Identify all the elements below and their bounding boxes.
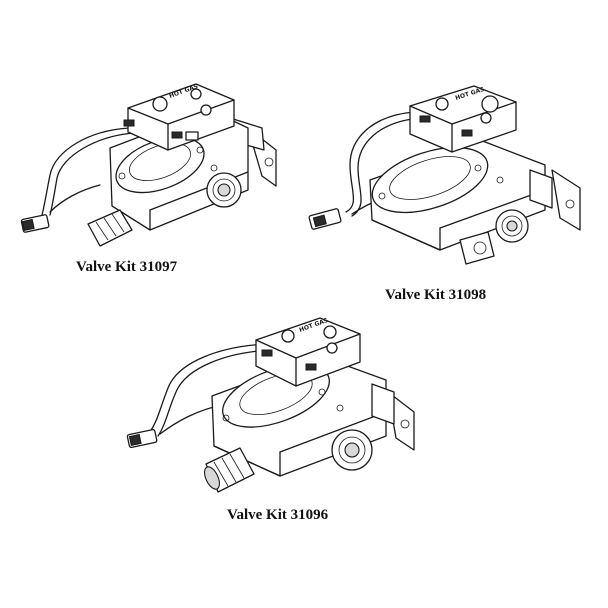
kit-label-31097: Valve Kit 31097 [76, 259, 178, 275]
valve-31098-body: HOT GAS [308, 85, 581, 265]
kit-label-31096: Valve Kit 31096 [227, 507, 329, 523]
valve-31096-body: HOT GAS [126, 317, 415, 493]
valve-31097-body: HOT GAS [20, 83, 277, 247]
kit-label-31098: Valve Kit 31098 [385, 287, 487, 303]
